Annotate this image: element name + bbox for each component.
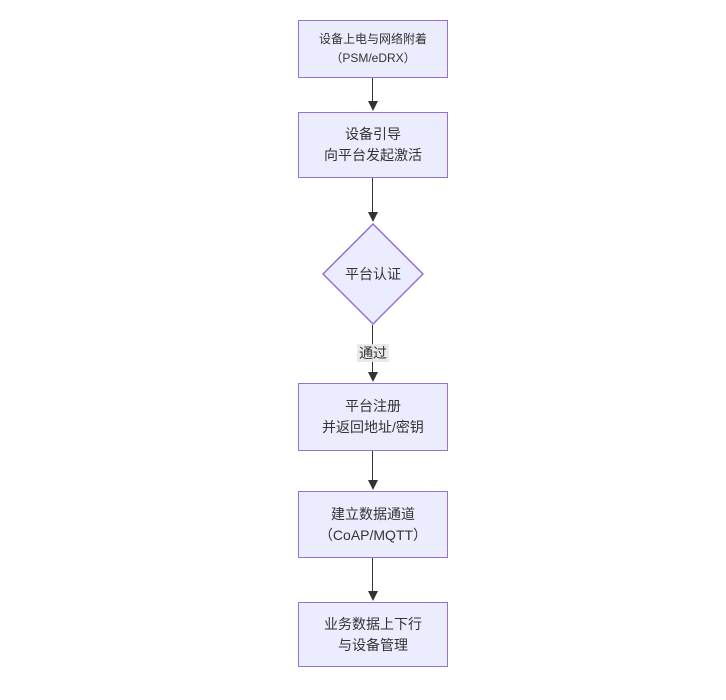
node-text-line: 并返回地址/密钥 <box>322 419 424 435</box>
arrowhead-down-icon <box>368 480 378 490</box>
node-text-line: （PSM/eDRX） <box>330 51 416 65</box>
flow-arrow-line <box>372 78 373 102</box>
flow-arrow-line <box>372 558 373 592</box>
decision-node-platform-auth: 平台认证 <box>322 223 424 325</box>
node-text-line: 业务数据上下行 <box>324 615 422 632</box>
node-text-line: 向平台发起激活 <box>324 147 422 163</box>
flow-node-platform-register: 平台注册 并返回地址/密钥 <box>298 383 448 451</box>
diamond-shape <box>322 223 424 325</box>
arrowhead-down-icon <box>368 372 378 382</box>
node-text-line: 设备上电与网络附着 <box>318 32 427 46</box>
node-text-line: 平台注册 <box>345 398 401 414</box>
flow-node-power-network-attach: 设备上电与网络附着 （PSM/eDRX） <box>298 20 448 78</box>
flow-arrow-line <box>372 178 373 213</box>
flow-node-data-channel: 建立数据通道 （CoAP/MQTT） <box>298 491 448 558</box>
node-text-line: 设备引导 <box>345 126 401 142</box>
edge-label-pass: 通过 <box>357 344 389 362</box>
node-text-line: 与设备管理 <box>338 636 408 653</box>
flow-node-business-data: 业务数据上下行 与设备管理 <box>298 602 448 667</box>
arrowhead-down-icon <box>368 591 378 601</box>
node-text-line: （CoAP/MQTT） <box>318 526 428 543</box>
node-text-line: 平台认证 <box>345 266 401 282</box>
flow-arrow-line <box>372 451 373 481</box>
arrowhead-down-icon <box>368 212 378 222</box>
arrowhead-down-icon <box>368 101 378 111</box>
flow-node-device-bootstrap: 设备引导 向平台发起激活 <box>298 112 448 178</box>
node-text-line: 建立数据通道 <box>331 505 415 522</box>
